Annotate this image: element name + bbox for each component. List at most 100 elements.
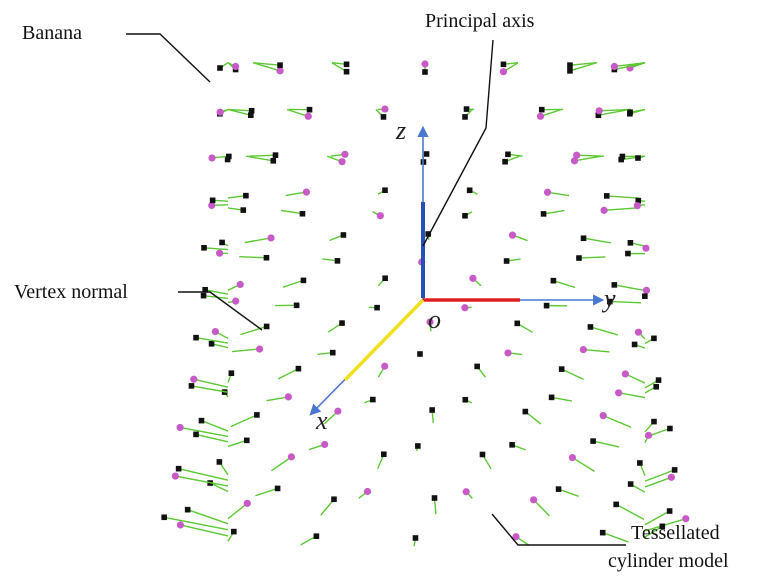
vertex-dot [599, 412, 607, 420]
vertex-dot [462, 488, 470, 496]
vertex-square [374, 304, 380, 311]
vertex-square [522, 408, 529, 415]
vertex-normal-line [553, 280, 576, 289]
vertex-dot [570, 157, 579, 165]
vertex-normal-line [614, 62, 646, 68]
vertex-square [555, 486, 562, 492]
vertex-dot [512, 533, 520, 541]
vertex-normal-line [618, 392, 646, 399]
vertex-dot [634, 328, 643, 336]
vertex-square [576, 255, 582, 261]
vertex-square [627, 109, 633, 116]
vertex-square [295, 365, 302, 372]
vertex-normal-line [569, 62, 597, 66]
vertex-square [313, 533, 320, 539]
vertex-square [340, 232, 347, 238]
vertex-square [422, 69, 428, 75]
vertex-square [595, 112, 602, 119]
vertex-dot [642, 244, 650, 252]
vertex-normal-line [266, 396, 289, 402]
vertex-square [198, 417, 205, 424]
vertex-normal-line [277, 368, 299, 380]
vertex-normal-line [644, 525, 663, 538]
vertex-normal-line [592, 440, 620, 448]
vertex-normal-line [614, 284, 646, 292]
vertex-square [231, 528, 237, 535]
vertex-dot [536, 112, 545, 120]
vertex-normal-line [543, 209, 565, 215]
vertex-square [548, 394, 555, 401]
vertex-dot [208, 201, 216, 209]
vertex-square [329, 349, 336, 356]
vertex-dot [363, 487, 372, 496]
vertex-normal-line [583, 348, 610, 353]
vertex-normal-line [180, 524, 229, 537]
vertex-square [201, 244, 207, 251]
vertex-normal-line [606, 195, 639, 199]
vertex-dot [426, 318, 434, 326]
vertex-square [339, 320, 345, 326]
vertex-square [208, 340, 215, 347]
vertex-dot [504, 349, 512, 357]
vertex-square [431, 495, 438, 501]
vertex-dot [621, 370, 629, 378]
vertex-square [642, 293, 648, 299]
coordinate-frame [309, 125, 605, 416]
vertex-square [248, 107, 255, 114]
vertex-square [590, 438, 596, 444]
vertex-square [462, 396, 469, 403]
vertex-square [370, 396, 376, 403]
tessellated-label-line1: Tessellated [631, 522, 720, 544]
vertex-normal-line [644, 510, 670, 526]
vertex-dot [644, 431, 653, 439]
vertex-normal-line [282, 279, 304, 288]
vertex-square [543, 302, 550, 309]
vertex-normal-line [164, 516, 229, 531]
vertex-dot [304, 112, 312, 120]
vertex-dot [376, 212, 384, 220]
vertex-dot [302, 188, 311, 196]
vertex-square [462, 212, 468, 219]
vertex-dot [284, 393, 292, 401]
vertex-normal-line [227, 108, 252, 112]
principal-axis-label: Principal axis [425, 10, 535, 32]
vertex-square [514, 320, 521, 327]
vertex-dot [543, 188, 552, 196]
vertex-square [343, 68, 350, 75]
vertex-normal-line [599, 108, 631, 112]
vertex-dot [615, 389, 623, 397]
vertex-square [619, 153, 626, 160]
vertex-normal-line [615, 503, 645, 521]
vertex-square [613, 501, 619, 508]
vertex-square [651, 335, 657, 342]
vertex-dot [341, 150, 349, 158]
vertex-square [659, 523, 666, 530]
vertex-square [567, 62, 573, 68]
vertex-dot [276, 67, 284, 75]
vertex-normal-line [230, 414, 258, 428]
vertex-dot [243, 499, 251, 507]
vertex-square [270, 158, 277, 164]
vertex-normal-line [625, 373, 646, 384]
vertex-normal-line [232, 348, 260, 353]
vertex-normal-line [227, 502, 248, 520]
vertex-square [635, 197, 642, 204]
vertex-square [635, 155, 641, 161]
vertex-square [550, 277, 557, 284]
vertex-normal-line [583, 237, 611, 244]
vertex-normal-line [602, 415, 632, 428]
vertex-square [502, 158, 508, 165]
vertex-square [415, 443, 421, 449]
vertex-square [429, 407, 435, 413]
vertex-dot [573, 151, 581, 159]
vertex-square [505, 151, 511, 158]
vertex-normal-line [533, 499, 550, 517]
vertex-normal-line [227, 194, 246, 199]
vertex-normal-line [187, 509, 229, 525]
vertex-normal-line [590, 326, 619, 336]
vertex-square [587, 324, 594, 330]
vertex-square [240, 207, 247, 213]
vertex-normal-line [193, 378, 229, 388]
origin-label: o [428, 305, 441, 334]
